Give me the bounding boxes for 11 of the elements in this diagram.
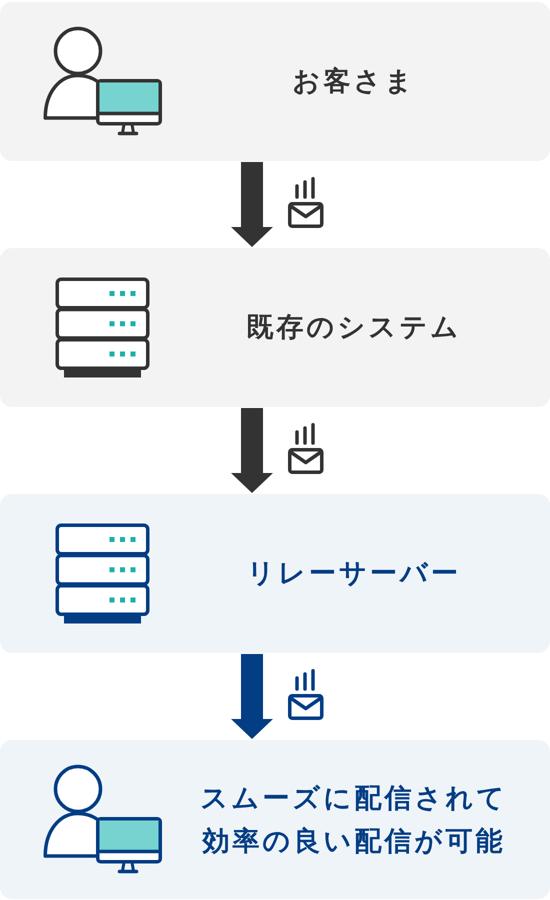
node-label: スムーズに配信されて効率の良い配信が可能 (200, 782, 508, 858)
flow-step-panel (0, 494, 550, 653)
down-arrow (231, 654, 273, 739)
node-label: リレーサーバー (246, 557, 462, 591)
down-arrow (231, 408, 273, 493)
flow-step-panel (0, 740, 550, 899)
node-label: お客さま (292, 65, 416, 99)
node-label: 既存のシステム (246, 311, 462, 345)
down-arrow (231, 162, 273, 247)
flow-step-panel (0, 248, 550, 407)
flow-step-panel (0, 2, 550, 161)
